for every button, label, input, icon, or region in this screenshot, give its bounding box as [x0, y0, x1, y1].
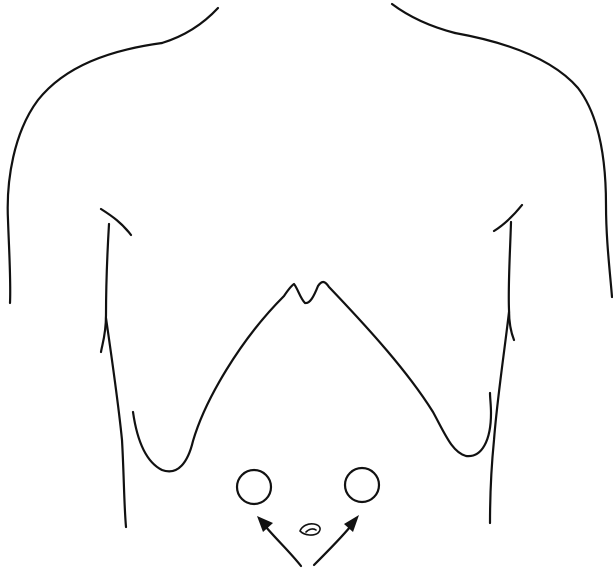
left-port-circle — [237, 470, 271, 504]
neck-right-line — [392, 4, 455, 33]
right-armpit-line — [494, 205, 522, 231]
left-armpit-line — [101, 209, 131, 235]
right-port-circle — [345, 468, 379, 502]
right-waist-line — [490, 312, 509, 523]
left-shoulder-outline — [8, 43, 162, 303]
right-arrow-head — [344, 515, 359, 532]
right-shoulder-outline — [455, 33, 612, 297]
left-arrow-head — [257, 516, 273, 532]
costal-margin-outline — [133, 282, 491, 471]
right-torso-side — [509, 222, 514, 340]
neck-left-line — [162, 8, 218, 43]
left-waist-line — [106, 318, 126, 527]
left-arrow-shaft — [266, 527, 301, 566]
umbilicus-inner — [306, 529, 316, 532]
right-arrow-shaft — [314, 527, 350, 565]
